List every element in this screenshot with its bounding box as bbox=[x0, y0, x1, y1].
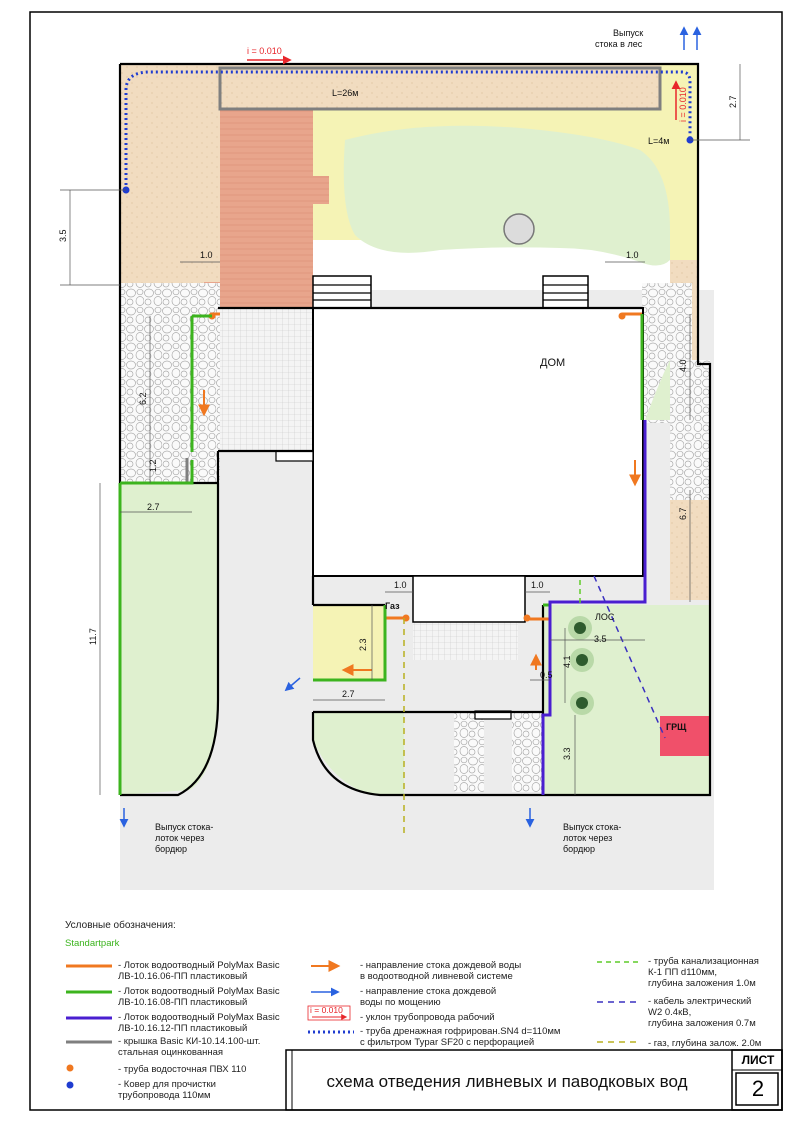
label-los: ЛОС bbox=[595, 612, 615, 622]
house bbox=[312, 307, 644, 577]
legend-item-cover: - крышка Basic КИ-10.14.100-шт.стальная … bbox=[118, 1036, 261, 1058]
lawn-right-small bbox=[645, 360, 670, 420]
svg-text:лоток через: лоток через bbox=[155, 833, 204, 843]
svg-text:2.7: 2.7 bbox=[147, 502, 160, 512]
slope-top: i = 0.010 bbox=[247, 46, 282, 56]
svg-text:2.7: 2.7 bbox=[728, 95, 738, 108]
deck-step bbox=[313, 176, 329, 204]
svg-text:4.0: 4.0 bbox=[678, 359, 688, 372]
step-left bbox=[275, 450, 314, 462]
svg-text:1.2: 1.2 bbox=[148, 459, 158, 472]
house-porch bbox=[412, 575, 526, 623]
grsh-box bbox=[660, 716, 710, 756]
label-outlet-forest-1: Выпуск bbox=[613, 28, 643, 38]
sheet-number: 2 bbox=[751, 1076, 765, 1101]
slope-right: i = 0.010 bbox=[678, 87, 688, 122]
lawn-bottom-center bbox=[313, 712, 404, 795]
legend-item-drain-pipe-pvc: - труба водосточная ПВХ 110 bbox=[118, 1064, 247, 1075]
tile-terrace bbox=[220, 308, 313, 451]
legend-symbols bbox=[66, 960, 640, 1089]
label-house: ДОМ bbox=[540, 357, 565, 369]
svg-text:1.0: 1.0 bbox=[394, 580, 407, 590]
svg-text:1.0: 1.0 bbox=[200, 250, 213, 260]
deck bbox=[220, 110, 313, 308]
dimension-lines bbox=[60, 64, 750, 795]
legend-item-gas: - газ, глубина залож. 2.0м bbox=[648, 1038, 762, 1049]
legend-header: Условные обозначения: bbox=[65, 920, 176, 931]
cable-line bbox=[593, 575, 666, 739]
svg-text:2.7: 2.7 bbox=[342, 689, 355, 699]
label-length-4: L=4м bbox=[648, 136, 669, 146]
sheet-label: ЛИСТ bbox=[741, 1053, 775, 1067]
svg-text:бордюр: бордюр bbox=[563, 844, 595, 854]
stone-bottom-1 bbox=[454, 712, 484, 792]
legend-brand: Standartpark bbox=[65, 938, 120, 949]
gas-plot bbox=[313, 605, 385, 680]
drawing-title: схема отведения ливневых и паводковых во… bbox=[326, 1072, 688, 1091]
stairs-left bbox=[312, 275, 372, 309]
label-grsh: ГРЩ bbox=[666, 722, 687, 732]
svg-text:6.2: 6.2 bbox=[138, 392, 148, 405]
svg-text:3.5: 3.5 bbox=[58, 229, 68, 242]
stone-bottom-2 bbox=[512, 712, 542, 792]
lawn-right bbox=[543, 605, 710, 795]
svg-text:11.7: 11.7 bbox=[88, 628, 98, 645]
label-gas: Газ bbox=[385, 601, 400, 611]
svg-text:4.1: 4.1 bbox=[562, 655, 572, 668]
lawn-left bbox=[120, 483, 218, 795]
svg-text:бордюр: бордюр bbox=[155, 844, 187, 854]
legend-item-drain-corrugated: - труба дренажная гофрирован.SN4 d=110мм… bbox=[360, 1026, 561, 1048]
grate-cover-top bbox=[218, 66, 662, 111]
svg-text:2.3: 2.3 bbox=[358, 638, 368, 651]
svg-text:i = 0.010: i = 0.010 bbox=[310, 1005, 343, 1015]
sheet-number-box bbox=[735, 1072, 779, 1106]
legend-item-slope: - уклон трубопровода рабочий bbox=[360, 1012, 495, 1023]
label-outlet-forest-2: стока в лес bbox=[595, 39, 643, 49]
stairs-right bbox=[542, 275, 589, 309]
svg-text:3.3: 3.3 bbox=[562, 747, 572, 760]
svg-text:6.7: 6.7 bbox=[678, 507, 688, 520]
legend: Условные обозначения: Standartpark - Лот… bbox=[60, 920, 780, 1110]
los-wells bbox=[568, 616, 594, 715]
svg-text:Выпуск стока-: Выпуск стока- bbox=[155, 822, 213, 832]
sand-left bbox=[120, 64, 220, 294]
svg-text:1.0: 1.0 bbox=[531, 580, 544, 590]
label-length-26: L=26м bbox=[332, 88, 358, 98]
purple-trays bbox=[541, 420, 647, 795]
tile-entrance bbox=[413, 622, 518, 660]
svg-text:1.0: 1.0 bbox=[626, 250, 639, 260]
svg-text:3.5: 3.5 bbox=[594, 634, 607, 644]
svg-text:Выпуск стока-: Выпуск стока- bbox=[563, 822, 621, 832]
green-trays bbox=[118, 314, 644, 795]
stone-left bbox=[120, 283, 220, 483]
svg-text:лоток через: лоток через bbox=[563, 833, 612, 843]
lawn-top bbox=[343, 125, 670, 266]
svg-text:0.5: 0.5 bbox=[540, 670, 553, 680]
well-circle bbox=[503, 213, 535, 245]
drain-pipe bbox=[124, 70, 692, 190]
